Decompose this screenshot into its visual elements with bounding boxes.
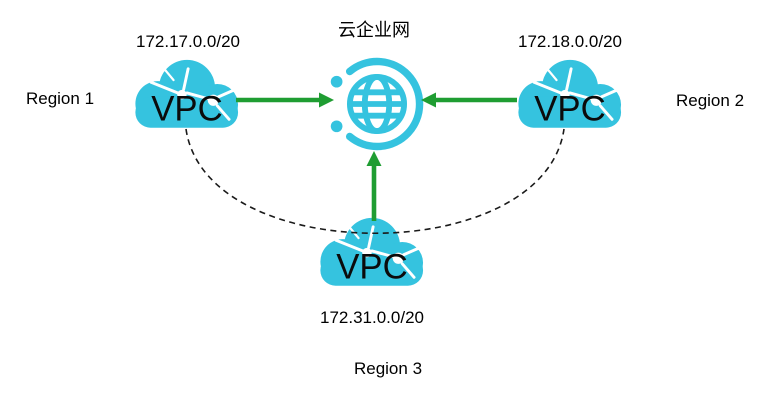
cen-title: 云企业网	[338, 20, 410, 40]
cidr-label-region-2: 172.18.0.0/20	[518, 32, 622, 51]
cen-globe-icon	[330, 57, 424, 151]
vpc-label-region-1: VPC	[151, 90, 222, 128]
cidr-label-region-1: 172.17.0.0/20	[136, 32, 240, 51]
vpc-cloud-icon-region-3: VPC	[320, 217, 424, 286]
vpc-cloud-icon-region-2: VPC	[518, 59, 622, 128]
arrow-region-2-to-cen	[421, 92, 517, 108]
cidr-label-region-3: 172.31.0.0/20	[320, 308, 424, 327]
vpc-label-region-3: VPC	[336, 248, 407, 286]
region-3-label: Region 3	[353, 359, 423, 378]
vpc-cloud-icon-region-1: VPC	[135, 59, 239, 128]
region-2-label: Region 2	[675, 91, 745, 110]
vpc-label-region-2: VPC	[534, 90, 605, 128]
arrow-region-1-to-cen	[236, 92, 334, 108]
region-1-label: Region 1	[25, 89, 95, 108]
